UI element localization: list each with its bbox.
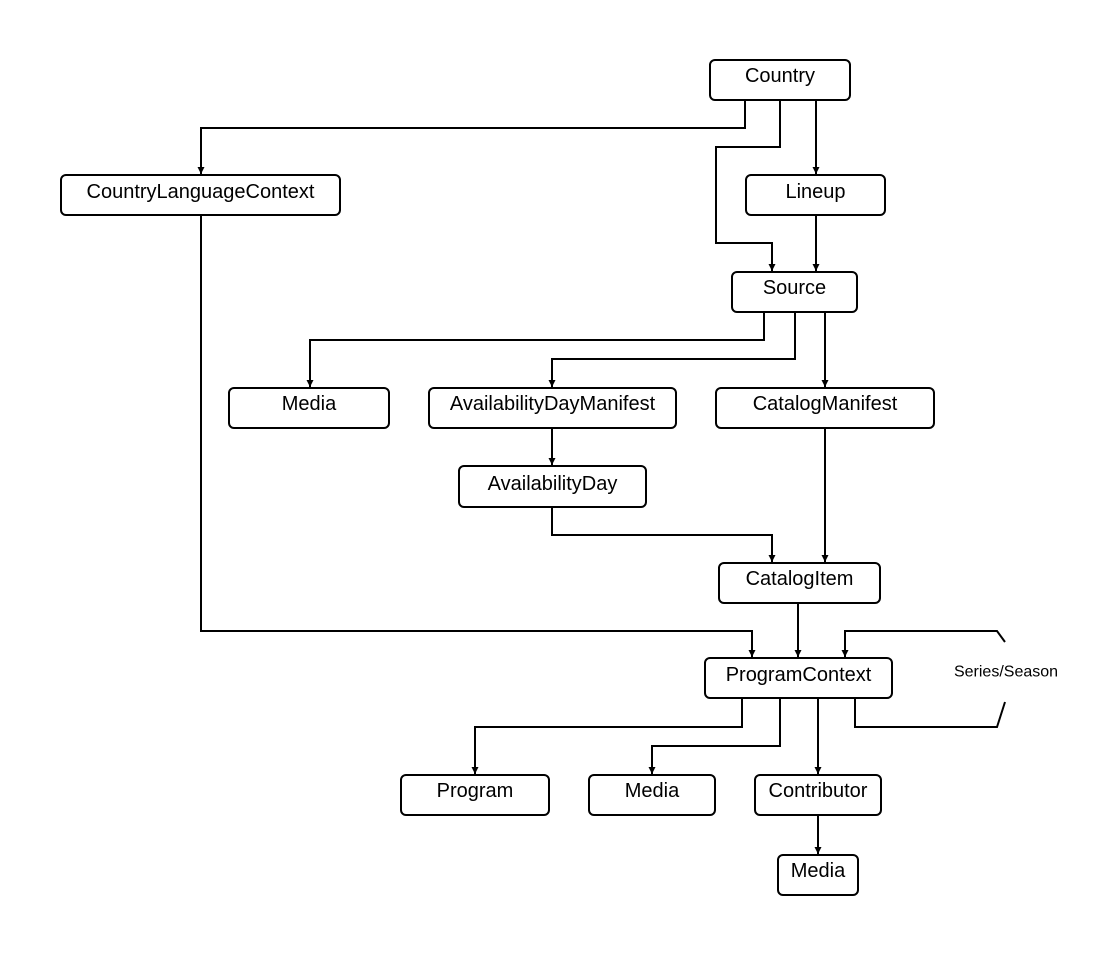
node-catalog-item-label: CatalogItem [746, 568, 854, 590]
node-media-1: Media [228, 387, 390, 429]
node-source-label: Source [763, 277, 826, 299]
edge-country-to-countrylanguagecontext [197, 100, 746, 174]
node-catalog-manifest: CatalogManifest [715, 387, 935, 429]
node-program-context-label: ProgramContext [726, 664, 872, 686]
edge-country-to-source [715, 100, 781, 271]
edge-source-to-availabilitydaymanifest [548, 312, 796, 387]
node-media-3-label: Media [791, 860, 846, 882]
node-media-1-label: Media [282, 393, 337, 415]
node-availability-day-manifest: AvailabilityDayManifest [428, 387, 677, 429]
node-availability-day-manifest-label: AvailabilityDayManifest [450, 393, 656, 415]
node-country-language-context: CountryLanguageContext [60, 174, 341, 216]
node-media-3: Media [777, 854, 859, 896]
node-availability-day-label: AvailabilityDay [488, 473, 618, 495]
node-media-2-label: Media [625, 780, 680, 802]
edge-programcontext-to-media [648, 698, 781, 774]
node-program-label: Program [437, 780, 514, 802]
node-program: Program [400, 774, 550, 816]
node-contributor-label: Contributor [769, 780, 868, 802]
edge-countrylanguagecontext-to-programcontext [200, 215, 756, 657]
edge-label-series-season: Series/Season [954, 664, 1058, 681]
node-catalog-manifest-label: CatalogManifest [753, 393, 898, 415]
node-contributor: Contributor [754, 774, 882, 816]
node-country-label: Country [745, 65, 815, 87]
node-program-context: ProgramContext [704, 657, 893, 699]
node-media-2: Media [588, 774, 716, 816]
node-country-language-context-label: CountryLanguageContext [87, 181, 315, 203]
edge-availabilityday-to-catalogitem [551, 507, 776, 562]
edge-source-to-media [306, 312, 765, 387]
node-lineup-label: Lineup [785, 181, 845, 203]
edge-programcontext-to-program [471, 698, 743, 774]
node-country: Country [709, 59, 851, 101]
node-catalog-item: CatalogItem [718, 562, 881, 604]
node-source: Source [731, 271, 858, 313]
node-availability-day: AvailabilityDay [458, 465, 647, 508]
edge-programcontext-self-loop [845, 630, 1006, 728]
edges: Series/Season [197, 100, 1058, 854]
node-lineup: Lineup [745, 174, 886, 216]
